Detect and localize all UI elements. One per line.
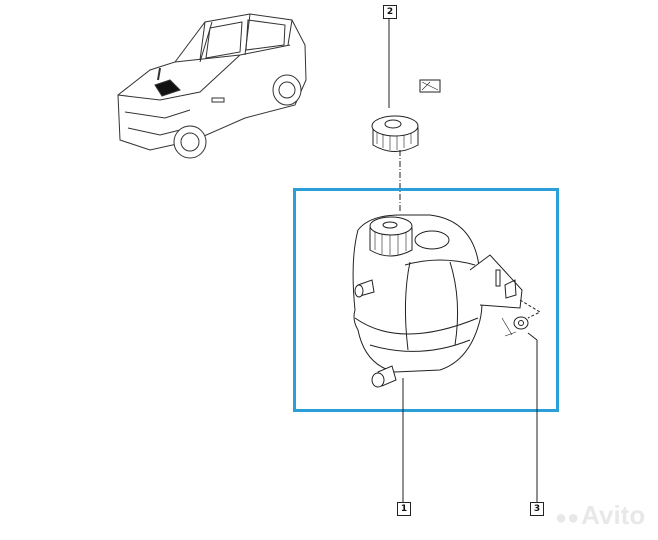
avito-watermark: ●●Avito <box>555 500 646 530</box>
callout-1[interactable]: 1 <box>397 502 411 516</box>
avito-logo-icon: ●● <box>555 507 580 529</box>
callout-2[interactable]: 2 <box>383 5 397 19</box>
callout-3[interactable]: 3 <box>530 502 544 516</box>
vehicle-illustration <box>117 13 307 159</box>
filler-cap-illustration <box>371 18 441 212</box>
highlight-frame <box>293 188 559 412</box>
leader-line-3 <box>527 332 538 341</box>
expansion-tank-illustration <box>352 214 542 388</box>
